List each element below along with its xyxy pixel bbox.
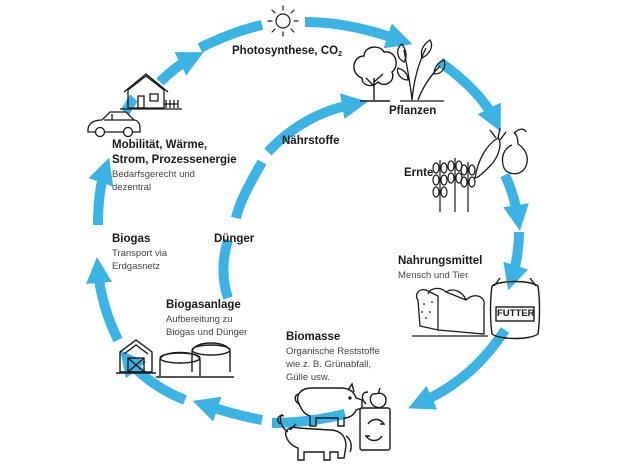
arrow-biogas-to-mobility: [88, 157, 114, 226]
feed-sack-icon: [489, 277, 541, 340]
arrow-cow-to-biogasanlage: [192, 396, 263, 425]
label-pflanzen: Pflanzen: [389, 105, 437, 117]
label-duenger: Dünger: [214, 233, 255, 245]
compost-bin-icon: [359, 387, 391, 451]
biogas-tank-icon: [156, 342, 234, 378]
arrow-nahrung-to-futter: [503, 231, 529, 291]
cow-icon: [277, 413, 352, 461]
label-mobilitaet: Mobilität, Wärme, Strom, Prozessenergie …: [112, 139, 237, 193]
arrow-futter-to-biomasse: [408, 327, 510, 410]
arrow-barn-to-biogas: [86, 257, 123, 343]
car-icon: [87, 111, 141, 138]
arrow-duenger-to-naehrstoffe: [231, 159, 267, 220]
arrow-house-to-photosynthese: [156, 52, 204, 86]
arrow-biogasanlage-to-barn: [119, 349, 187, 405]
arrow-photosynthese-to-pflanzen: [304, 17, 413, 49]
plants-icon: [396, 39, 446, 102]
tree-icon: [353, 46, 397, 102]
label-ernte: Ernte: [404, 167, 434, 179]
label-biomasse: Biomasse Organische Reststoffe wie z. B.…: [286, 331, 380, 383]
arrow-top-left-to-sun: [197, 20, 264, 53]
pig-icon: [294, 382, 363, 427]
arrow-car-to-house: [120, 94, 138, 115]
grain-icon: [432, 158, 476, 212]
vegetables-icon: [474, 127, 528, 179]
arrow-ernte-to-nahrung: [500, 172, 529, 231]
label-futter: FUTTER: [497, 308, 535, 319]
label-biogas: Biogas Transport via Erdgasnetz: [112, 233, 168, 272]
label-naehrstoffe: Nährstoffe: [282, 135, 340, 147]
barn-icon: [116, 339, 156, 374]
sun-icon: [267, 5, 299, 37]
inner-cycle-arrows: [218, 93, 368, 300]
arrow-naehrstoffe-to-pflanzen: [264, 93, 368, 156]
outer-cycle-arrows: [86, 17, 529, 428]
arrow-biogasanlage-to-duenger: [218, 238, 233, 300]
bread-icon: [412, 287, 488, 337]
arrow-pflanzen-to-ernte: [437, 57, 501, 132]
label-biogasanlage: Biogasanlage Aufbereitung zu Biogas und …: [166, 299, 248, 338]
label-photosynthese: Photosynthese, CO2: [232, 45, 342, 58]
house-icon: [120, 73, 182, 110]
label-nahrungsmittel: Nahrungsmittel Mensch und Tier: [398, 255, 483, 281]
